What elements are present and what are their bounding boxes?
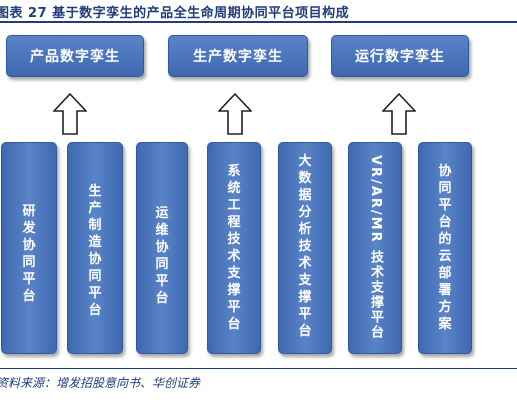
column-label: 大数据分析技术支撑平台 [298,154,312,339]
column-systems-engineering: 系统工程技术支撑平台 [207,142,261,354]
column-label: 运维协同平台 [155,206,169,306]
column-rd-collab: 研发协同平台 [1,142,57,354]
top-box-operation-twin: 运行数字孪生 [331,35,469,77]
figure-title: 图表 27 基于数字孪生的产品全生命周期协同平台项目构成 [0,6,350,21]
column-label: 系统工程技术支撑平台 [227,164,241,332]
up-arrow-icon [53,93,87,135]
column-manufacturing-collab: 生产制造协同平台 [67,142,123,354]
bottom-divider [0,368,517,369]
top-box-label: 运行数字孪生 [355,49,445,65]
figure-source: 资料来源：增发招股意向书、华创证券 [0,376,201,390]
title-divider [0,21,517,23]
up-arrow-icon [218,93,252,135]
column-big-data: 大数据分析技术支撑平台 [278,142,332,354]
column-label: 生产制造协同平台 [88,184,102,318]
top-box-product-twin: 产品数字孪生 [6,35,144,77]
column-om-collab: 运维协同平台 [136,142,188,354]
column-label: VR/AR/MR 技术支撑平台 [368,155,383,341]
column-label: 协同平台的云部署方案 [438,164,452,332]
top-box-label: 生产数字孪生 [193,49,283,65]
up-arrow-icon [382,93,416,135]
top-box-production-twin: 生产数字孪生 [168,35,308,77]
column-cloud-deployment: 协同平台的云部署方案 [418,142,472,354]
column-label: 研发协同平台 [22,204,36,304]
column-vr-ar-mr: VR/AR/MR 技术支撑平台 [348,142,402,354]
top-box-label: 产品数字孪生 [30,49,120,65]
